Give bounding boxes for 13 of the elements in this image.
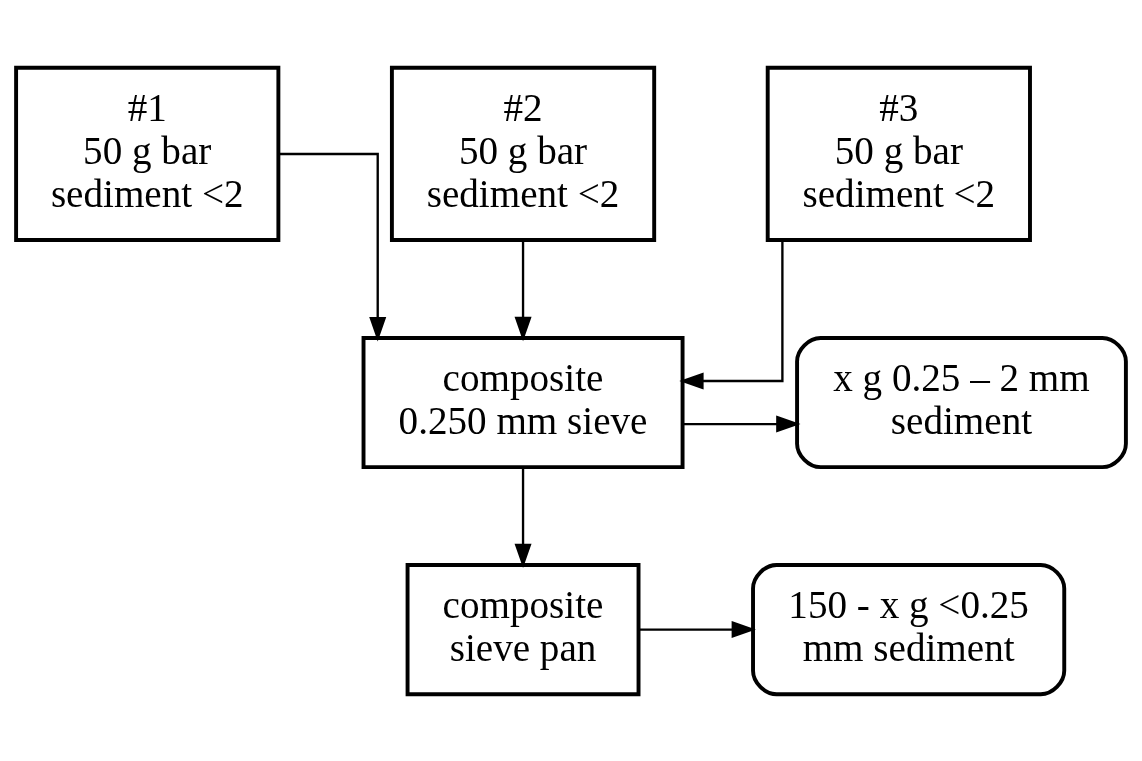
node-box: #3 50 g bar sediment <2 bbox=[765, 65, 1032, 242]
arrow bbox=[278, 152, 387, 341]
arrow bbox=[679, 239, 784, 389]
node-box: x g 0.25 – 2 mm sediment bbox=[795, 335, 1128, 469]
arrow bbox=[514, 239, 532, 341]
arrow bbox=[682, 415, 801, 433]
node-box: composite 0.250 mm sieve bbox=[361, 335, 685, 469]
node-box: 150 - x g <0.25 mm sediment bbox=[751, 562, 1067, 696]
arrow bbox=[638, 620, 756, 638]
node-box: #1 50 g bar sediment <2 bbox=[14, 65, 281, 242]
node-box: #2 50 g bar sediment <2 bbox=[389, 65, 657, 242]
arrow bbox=[514, 467, 532, 568]
node-box: composite sieve pan bbox=[405, 562, 641, 696]
